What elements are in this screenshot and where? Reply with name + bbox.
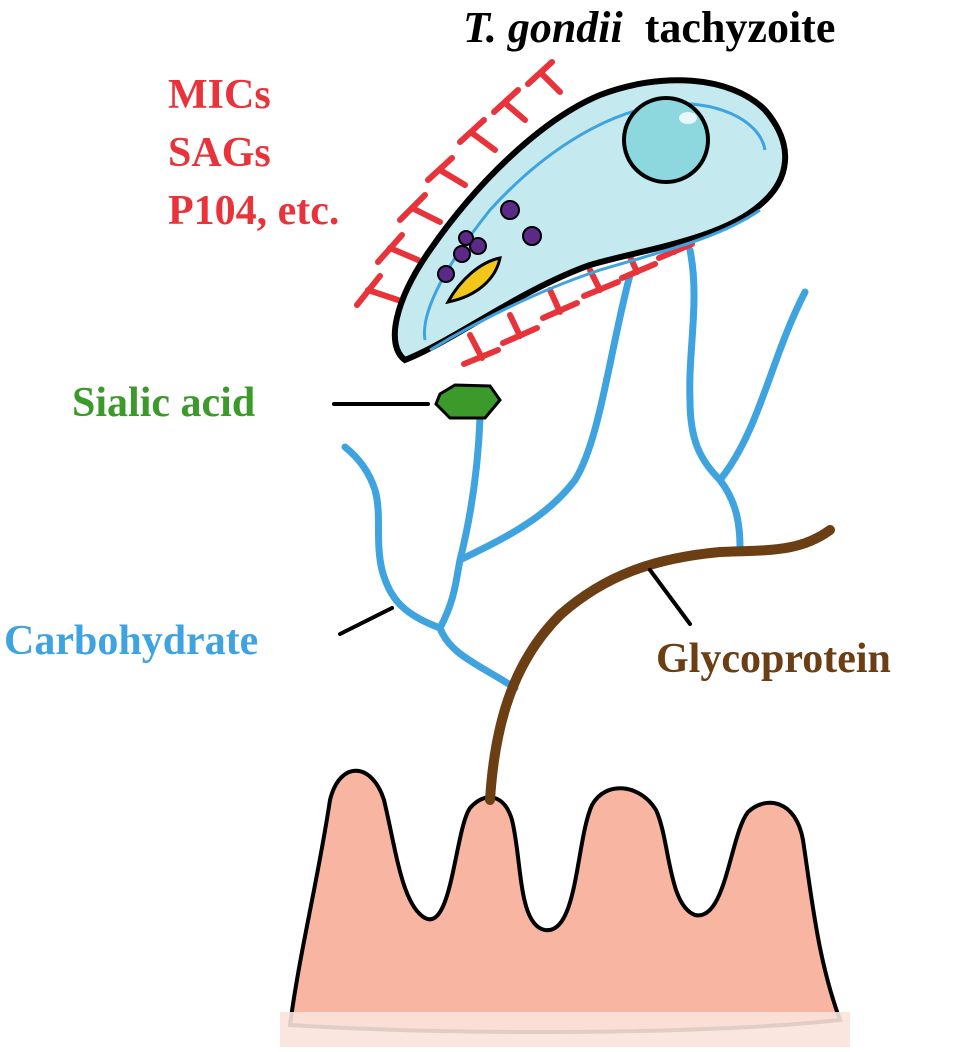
ligand-label-p104: P104, etc. (168, 188, 340, 234)
carbohydrate-branch-far-right-2 (716, 288, 809, 484)
title: T. gondii tachyzoite (463, 6, 835, 50)
tachyzoite-body (391, 77, 789, 364)
host-cell-surface (287, 768, 843, 1034)
nucleus-highlight (679, 112, 697, 124)
title-stage: tachyzoite (644, 3, 836, 52)
tachyzoite-inner-membrane-2 (429, 208, 761, 352)
title-species: T. gondii (463, 3, 623, 52)
carbohydrate-branch-right (456, 271, 634, 564)
glycoprotein-leader (648, 568, 692, 626)
tachyzoite (391, 77, 789, 364)
host-cell (280, 768, 850, 1047)
leader-lines (332, 402, 692, 636)
carbohydrate-leader (338, 606, 394, 636)
glycoprotein-chain (485, 525, 835, 805)
ligand-labels: MICs SAGs P104, etc. (168, 66, 339, 240)
carbohydrate-branch-far-right (686, 246, 744, 552)
glycoprotein-label: Glycoprotein (656, 636, 891, 682)
carbohydrate-branch-middle (436, 414, 484, 632)
carbohydrate-tree (341, 246, 809, 692)
sialic-acid-label: Sialic acid (72, 380, 256, 426)
surface-ligands (354, 59, 695, 367)
dense-granules (437, 200, 542, 283)
ligand-label-mics: MICs (168, 72, 271, 118)
carbohydrate-stem (436, 624, 519, 692)
carbohydrate-label: Carbohydrate (4, 618, 259, 664)
sialic-acid-hexagon (434, 383, 502, 420)
apicoplast (445, 256, 502, 305)
host-cell-fade (280, 1012, 850, 1047)
nucleus (622, 96, 710, 184)
ligand-label-sags: SAGs (168, 130, 271, 176)
carbohydrate-branch-left (341, 443, 444, 632)
